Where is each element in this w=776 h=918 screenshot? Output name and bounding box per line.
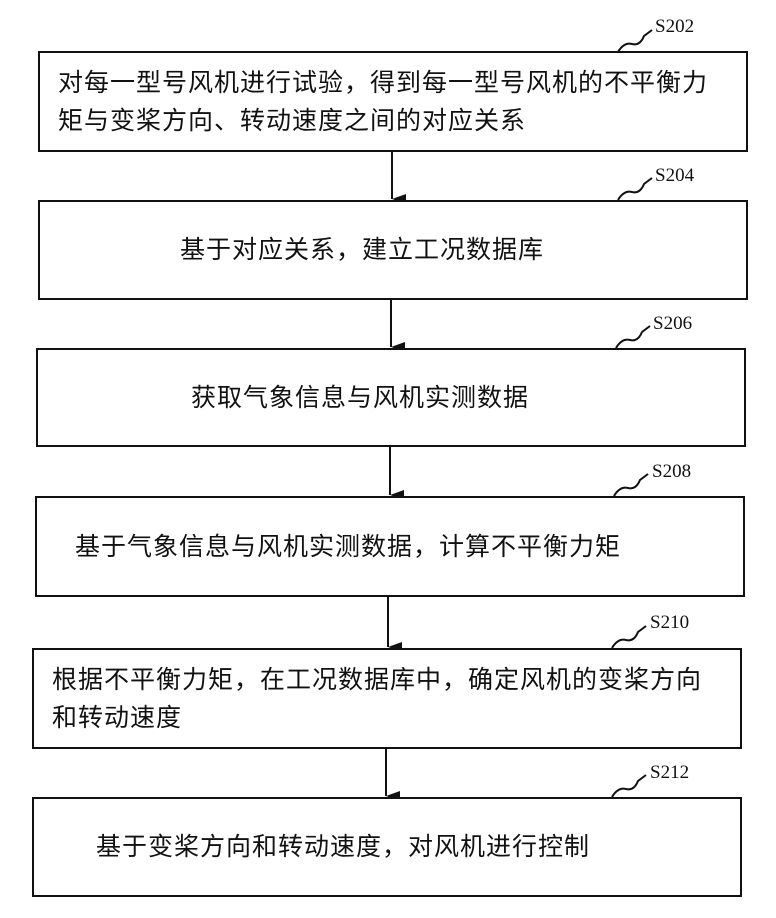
step-box-s204: 基于对应关系，建立工况数据库 [38,200,748,300]
step-box-s208: 基于气象信息与风机实测数据，计算不平衡力矩 [35,496,745,597]
step-label-s202: S202 [655,16,694,38]
step-box-s206: 获取气象信息与风机实测数据 [36,348,746,447]
step-label-s210: S210 [650,612,689,634]
step-box-s210: 根据不平衡力矩，在工况数据库中，确定风机的变桨方向和转动速度 [32,648,742,749]
step-label-s204: S204 [655,165,694,187]
step-label-s208: S208 [652,461,691,483]
step-text: 基于气象信息与风机实测数据，计算不平衡力矩 [75,528,621,566]
leader-s204 [618,178,652,200]
leader-s210 [612,626,646,648]
step-box-s212: 基于变桨方向和转动速度，对风机进行控制 [32,797,742,897]
leader-s202 [618,30,652,52]
leader-s212 [612,775,646,797]
step-label-s212: S212 [650,762,689,784]
step-text: 获取气象信息与风机实测数据 [191,379,529,417]
step-text: 对每一型号风机进行试验，得到每一型号风机的不平衡力矩与变桨方向、转动速度之间的对… [58,64,728,140]
step-label-s206: S206 [653,313,692,335]
leader-s208 [614,474,648,496]
step-text: 基于对应关系，建立工况数据库 [180,231,544,269]
leader-s206 [616,326,650,348]
step-text: 根据不平衡力矩，在工况数据库中，确定风机的变桨方向和转动速度 [52,661,722,737]
step-box-s202: 对每一型号风机进行试验，得到每一型号风机的不平衡力矩与变桨方向、转动速度之间的对… [38,51,748,152]
step-text: 基于变桨方向和转动速度，对风机进行控制 [96,828,590,866]
